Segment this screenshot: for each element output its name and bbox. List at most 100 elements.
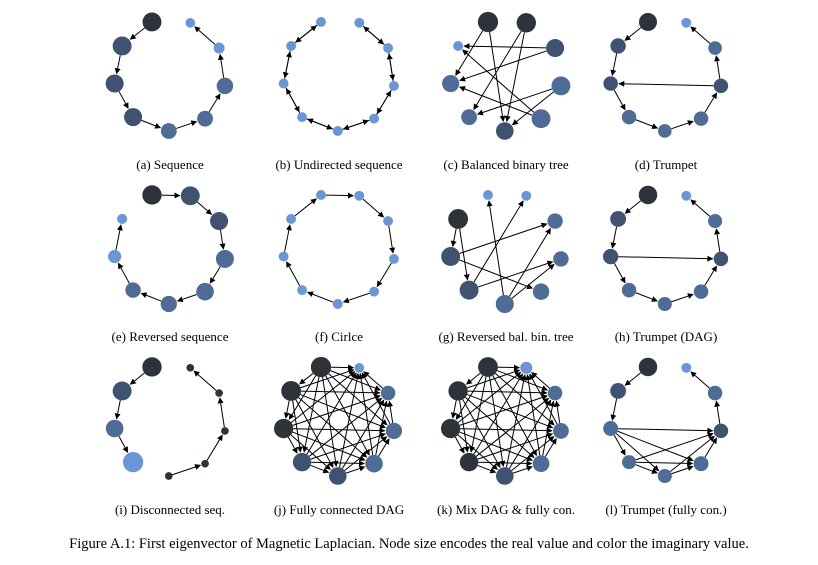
node-a-3 <box>197 110 213 127</box>
edge-a-8-7 <box>129 27 145 40</box>
edge-f-1-2 <box>388 225 396 254</box>
edge-e-1-2 <box>219 229 226 250</box>
node-i-7 <box>112 381 132 401</box>
edge-i-2-1 <box>217 397 225 428</box>
edge-h-4-3 <box>671 293 694 303</box>
edge-b-3-2 <box>376 90 392 115</box>
edge-j-7-0 <box>300 368 355 389</box>
node-j-3 <box>365 454 383 473</box>
edge-f-5-6 <box>286 261 301 287</box>
edge-l-1-0 <box>690 371 710 389</box>
edge-k-6-3 <box>459 431 533 462</box>
edge-h-6-5 <box>613 263 626 284</box>
edge-j-5-2 <box>310 432 386 460</box>
edge-i-6-5 <box>118 435 129 453</box>
edge-i-1-0 <box>193 370 217 391</box>
edge-b-8-7 <box>295 24 318 43</box>
node-l-0 <box>681 362 692 373</box>
node-k-2 <box>553 423 569 439</box>
edge-j-3-2 <box>378 438 390 457</box>
edge-k-4-0 <box>506 374 527 468</box>
edge-j-7-5 <box>292 400 303 453</box>
edge-j-2-0 <box>361 372 391 425</box>
edge-j-6-3 <box>292 431 366 461</box>
node-c-6 <box>442 74 460 93</box>
edge-h-8-7 <box>624 200 642 214</box>
node-k-5 <box>459 452 479 472</box>
node-h-0 <box>681 190 692 201</box>
edge-k-4-3 <box>512 465 533 474</box>
edge-k-7-0 <box>467 368 521 389</box>
node-j-4 <box>328 467 347 485</box>
edge-e-4-5 <box>140 292 162 302</box>
node-d-8 <box>638 12 658 31</box>
edge-b-4-3 <box>342 119 369 130</box>
edge-i-3-2 <box>206 434 223 461</box>
node-d-3 <box>693 111 709 126</box>
edge-j-6-4 <box>290 434 331 470</box>
edge-c-0-4 <box>504 32 525 122</box>
edge-k-2-1 <box>554 400 561 424</box>
edge-l-7-6 <box>610 398 618 421</box>
edge-f-4-5 <box>307 291 334 303</box>
edge-i-8-7 <box>129 372 145 385</box>
node-j-1 <box>380 385 396 401</box>
node-h-5 <box>621 282 637 298</box>
edge-k-1-0 <box>531 372 550 389</box>
node-c-0 <box>516 13 536 33</box>
node-k-7 <box>448 381 468 401</box>
node-d-4 <box>657 124 672 138</box>
edge-f-8-0 <box>325 192 354 199</box>
node-c-4 <box>495 122 514 140</box>
edge-b-7-6 <box>282 50 291 79</box>
node-g-6 <box>441 247 461 266</box>
node-j-7 <box>281 381 302 401</box>
edge-c-2-4 <box>511 91 554 126</box>
node-c-3 <box>531 109 551 129</box>
node-g-3 <box>532 283 550 300</box>
node-h-3 <box>693 284 709 299</box>
edge-j-4-0 <box>339 372 361 468</box>
edge-g-7-6 <box>450 228 457 247</box>
node-d-0 <box>681 17 692 28</box>
panel-label-c: (c) Balanced binary tree <box>443 157 569 172</box>
node-l-3 <box>693 456 709 472</box>
edge-k-4-1 <box>508 399 552 469</box>
edge-c-8-4 <box>489 31 506 122</box>
edge-h-3-2 <box>704 265 718 286</box>
edge-k-8-6 <box>455 375 484 420</box>
panel-label-g: (g) Reversed bal. bin. tree <box>438 329 574 344</box>
node-i-4 <box>164 472 173 480</box>
node-k-0 <box>520 361 533 374</box>
node-i-5 <box>122 451 144 473</box>
panel-label-e: (e) Reversed sequence <box>111 329 229 344</box>
node-d-7 <box>610 38 626 54</box>
edge-j-8-7 <box>299 372 314 385</box>
node-c-1 <box>546 39 565 58</box>
panel-label-d: (d) Trumpet <box>634 157 698 172</box>
node-l-7 <box>610 383 627 399</box>
edge-a-7-6 <box>114 55 121 75</box>
edge-l-6-4 <box>615 433 660 472</box>
node-f-8 <box>316 190 326 200</box>
edge-k-6-4 <box>457 434 498 470</box>
edge-d-6-5 <box>613 89 626 111</box>
edge-c-3-6 <box>459 86 533 116</box>
node-j-2 <box>385 422 403 440</box>
node-g-1 <box>547 213 563 229</box>
node-c-8 <box>477 11 499 33</box>
node-l-2 <box>713 423 729 439</box>
edge-j-3-1 <box>375 400 389 456</box>
edge-k-6-0 <box>457 371 522 423</box>
node-j-0 <box>354 362 365 373</box>
node-f-4 <box>332 299 343 309</box>
edge-g-5-0 <box>473 200 524 283</box>
edge-c-0-5 <box>473 30 522 110</box>
node-e-3 <box>196 282 214 301</box>
node-g-2 <box>553 251 569 267</box>
edge-k-3-0 <box>525 374 541 456</box>
node-j-6 <box>273 418 294 439</box>
edge-d-2-1 <box>714 55 721 79</box>
node-b-3 <box>369 113 380 124</box>
